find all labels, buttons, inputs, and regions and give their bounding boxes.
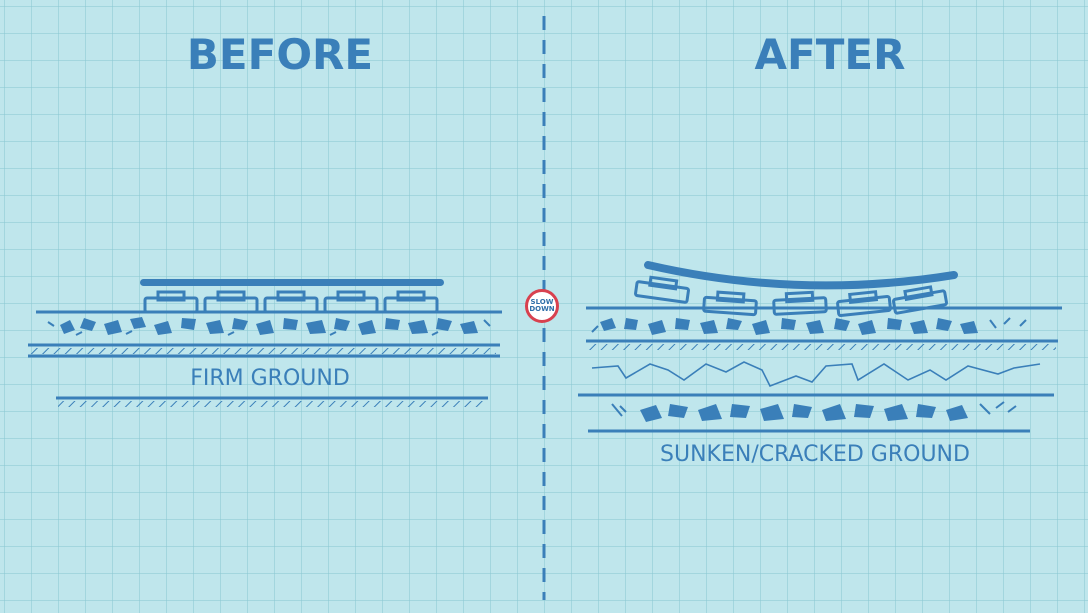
before-ground-hatch <box>58 401 486 407</box>
after-crack-line <box>591 361 1041 388</box>
before-ballast-chips <box>47 319 491 336</box>
before-sleepers <box>143 290 439 314</box>
after-title: AFTER <box>754 30 906 79</box>
after-ballast <box>600 318 978 335</box>
after-subgrade-hatch <box>588 344 1056 350</box>
badge-line-1: SLOW <box>530 298 554 306</box>
before-sleeper-cap <box>396 290 426 302</box>
before-track-section <box>28 279 502 407</box>
after-track-section <box>578 261 1062 433</box>
slow-down-badge: SLOW DOWN <box>525 289 559 323</box>
after-ballast-chips <box>591 317 1027 333</box>
after-rail <box>644 261 958 290</box>
before-sleeper-cap <box>276 290 306 302</box>
after-lower-ballast <box>640 404 968 422</box>
before-subgrade-hatch <box>30 348 496 354</box>
before-rail <box>140 279 444 286</box>
before-title: BEFORE <box>186 30 374 79</box>
badge-line-2: DOWN <box>529 305 555 313</box>
before-sleeper-cap <box>336 290 366 302</box>
before-ground-label: FIRM GROUND <box>190 366 350 391</box>
before-sleeper-cap <box>216 290 246 302</box>
before-sleeper-cap <box>156 290 186 302</box>
after-lower-chips <box>611 401 1017 417</box>
after-ground-label: SUNKEN/CRACKED GROUND <box>660 442 970 467</box>
before-ballast <box>60 317 478 335</box>
